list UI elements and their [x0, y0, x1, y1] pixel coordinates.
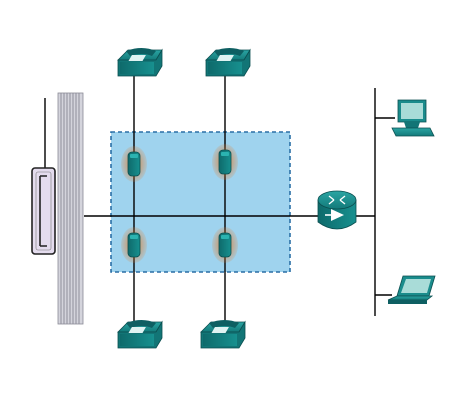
ip-phone-top-left — [117, 48, 163, 77]
ip-phone-bottom-right — [200, 320, 246, 349]
adapter-3 — [121, 227, 147, 263]
ip-phone-top-right — [205, 48, 251, 77]
adapter-1 — [121, 146, 147, 182]
adapter-2 — [212, 144, 238, 180]
pbx-icon — [31, 167, 56, 255]
ip-phone-bottom-left — [117, 320, 163, 349]
desktop-pc-icon — [391, 99, 435, 137]
laptop-icon — [387, 275, 436, 304]
connection-lines — [44, 76, 395, 322]
adapter-4 — [212, 227, 238, 263]
router-icon — [317, 190, 357, 230]
patch-panel-icon — [57, 92, 84, 325]
